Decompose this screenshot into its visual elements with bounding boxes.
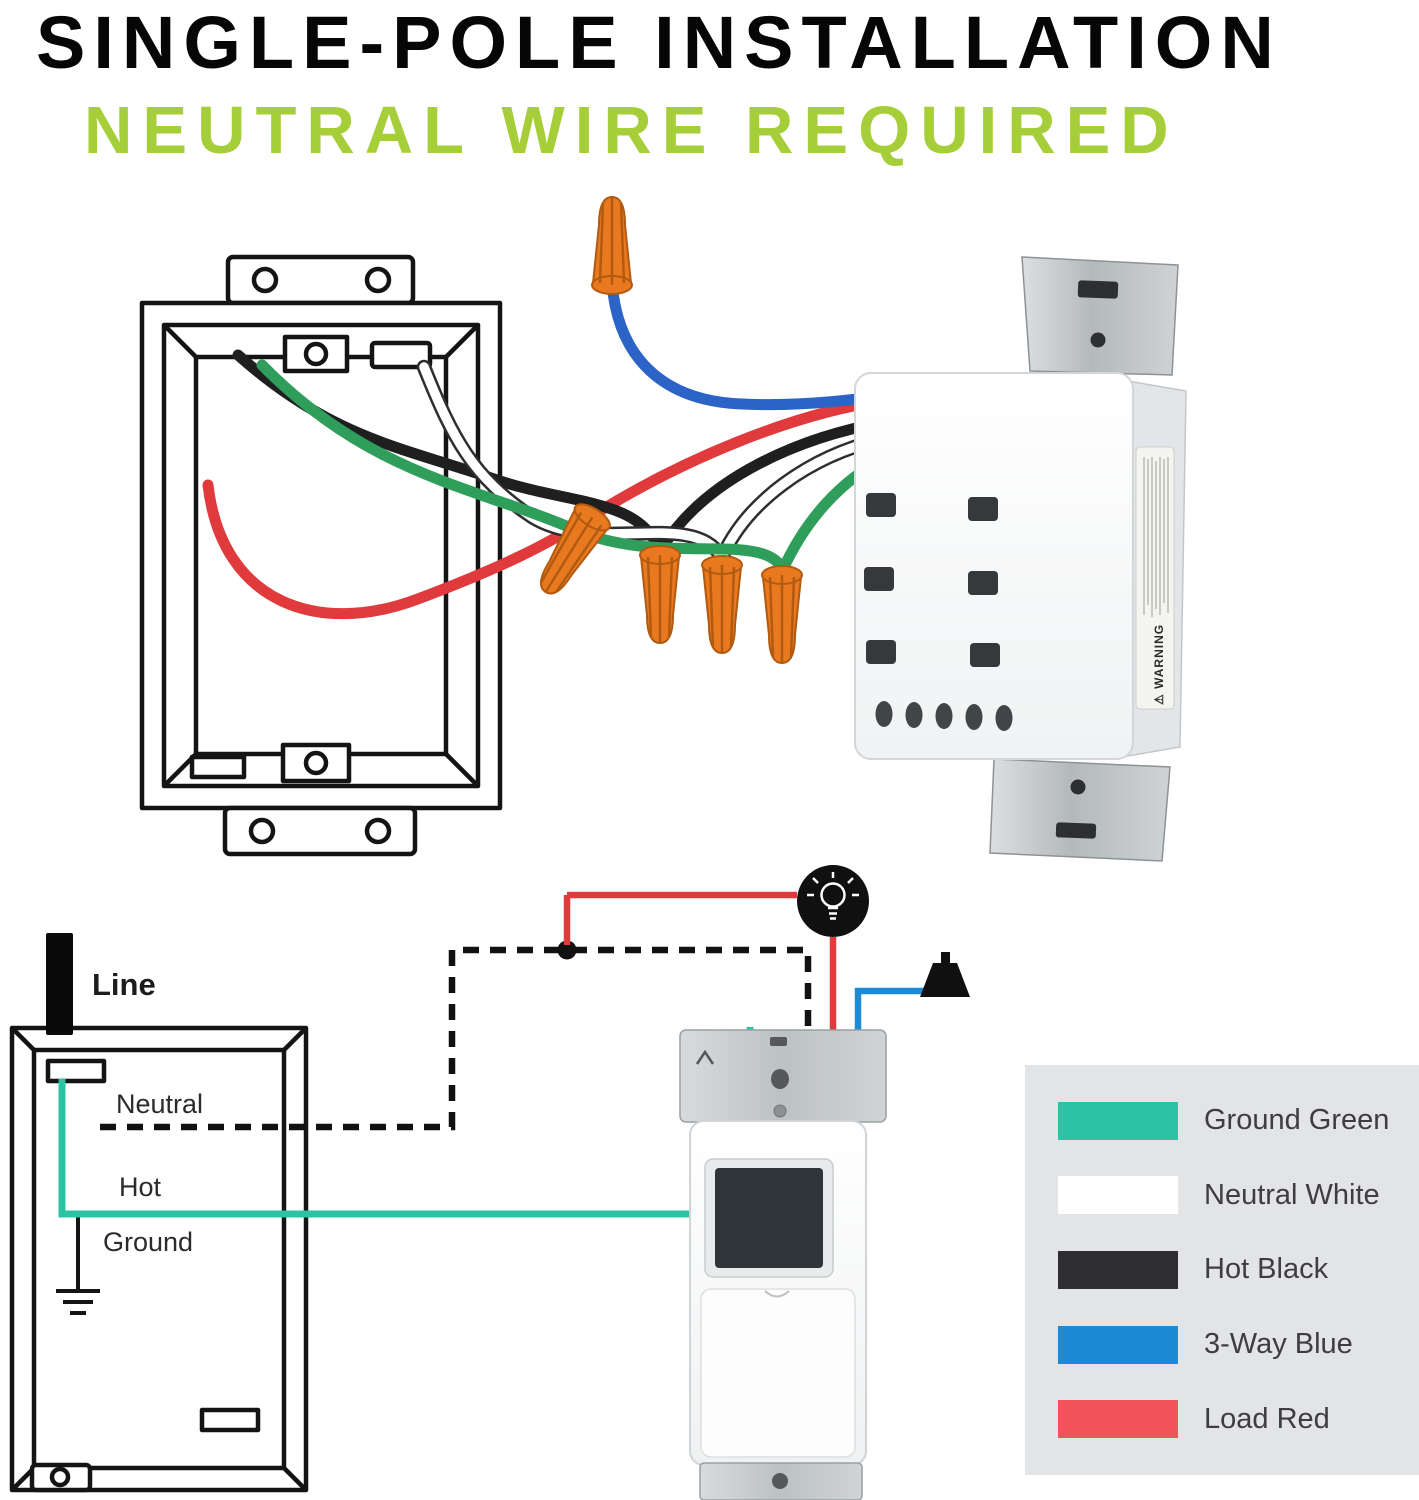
terminal-holes — [864, 493, 1000, 667]
legend-label-3way: 3-Way Blue — [1204, 1328, 1353, 1361]
earth-ground-symbol — [56, 1217, 100, 1315]
wire-color-legend: Ground Green Neutral White Hot Black 3-W… — [1025, 1065, 1419, 1475]
legend-swatch-neutral — [1058, 1176, 1178, 1215]
schematic-three-way-blue-wire — [854, 987, 938, 1033]
hot-label: Hot — [119, 1172, 162, 1202]
ground-green-wire-box — [256, 359, 786, 571]
legend-item-load: Load Red — [1058, 1400, 1419, 1439]
light-bulb-icon — [797, 865, 869, 937]
warning-label: ⚠ WARNING — [1152, 624, 1166, 705]
wall-box-outline — [139, 254, 503, 857]
ground-label: Ground — [103, 1227, 193, 1257]
page-title: SINGLE-POLE INSTALLATION — [36, 1, 1282, 84]
mounting-bracket-bottom — [989, 758, 1171, 862]
legend-label-load: Load Red — [1204, 1402, 1330, 1435]
load-red-wire-switch — [594, 394, 894, 517]
inwall-timer-switch — [679, 1029, 887, 1500]
timer-switch-module: ⚠ WARNING — [854, 256, 1187, 862]
bracket-slot-top — [1077, 280, 1119, 299]
legend-item-hot: Hot Black — [1058, 1250, 1419, 1289]
wire-bundle — [202, 277, 910, 620]
legend-label-hot: Hot Black — [1204, 1253, 1329, 1286]
strap-screw — [773, 1104, 787, 1118]
legend-item-neutral: Neutral White — [1058, 1176, 1419, 1215]
wire-nut-black — [638, 544, 682, 645]
legend-label-neutral: Neutral White — [1204, 1178, 1380, 1211]
strap-slot — [770, 1037, 787, 1046]
mounting-bracket-top — [1021, 256, 1179, 376]
junction-dot — [557, 940, 577, 960]
line-label: Line — [92, 967, 156, 1002]
bracket-screw-hole-top — [1090, 332, 1106, 348]
paddle-notch — [764, 1290, 790, 1298]
lamp-fixture-icon — [920, 952, 970, 997]
wire-nut-white — [700, 554, 744, 655]
page-subtitle: NEUTRAL WIRE REQUIRED — [84, 93, 1179, 168]
legend-label-ground: Ground Green — [1204, 1104, 1390, 1137]
side-label-fine-print — [1143, 457, 1169, 617]
bracket-slot-bottom — [1055, 822, 1097, 839]
switch-paddle — [700, 1288, 856, 1458]
schematic-diagram: Line Neutral Hot Ground — [9, 865, 970, 1500]
schematic-neutral-wire-dashed — [100, 946, 812, 1131]
strap-hole-bottom — [772, 1473, 788, 1489]
legend-swatch-3way — [1058, 1325, 1178, 1364]
strap-hole — [771, 1069, 789, 1089]
top-wiring-diagram: ⚠ WARNING — [139, 195, 1187, 862]
legend-swatch-load — [1058, 1400, 1178, 1439]
vent-holes — [875, 701, 1013, 731]
wire-nut-green — [760, 564, 804, 665]
legend-item-ground: Ground Green — [1058, 1101, 1419, 1140]
display-screen — [715, 1168, 823, 1268]
legend-item-3way: 3-Way Blue — [1058, 1325, 1419, 1364]
wire-nut-top — [590, 195, 634, 296]
load-red-wire-box — [202, 479, 592, 620]
line-cable-stub — [46, 933, 73, 1035]
hot-black-wire-switch — [658, 416, 891, 551]
neutral-label: Neutral — [116, 1089, 203, 1119]
switch-front-face — [854, 372, 1134, 760]
bracket-screw-hole-bottom — [1070, 779, 1086, 795]
legend-swatch-ground — [1058, 1101, 1178, 1140]
strap-arrow-mark — [695, 1049, 715, 1065]
legend-swatch-hot — [1058, 1250, 1178, 1289]
